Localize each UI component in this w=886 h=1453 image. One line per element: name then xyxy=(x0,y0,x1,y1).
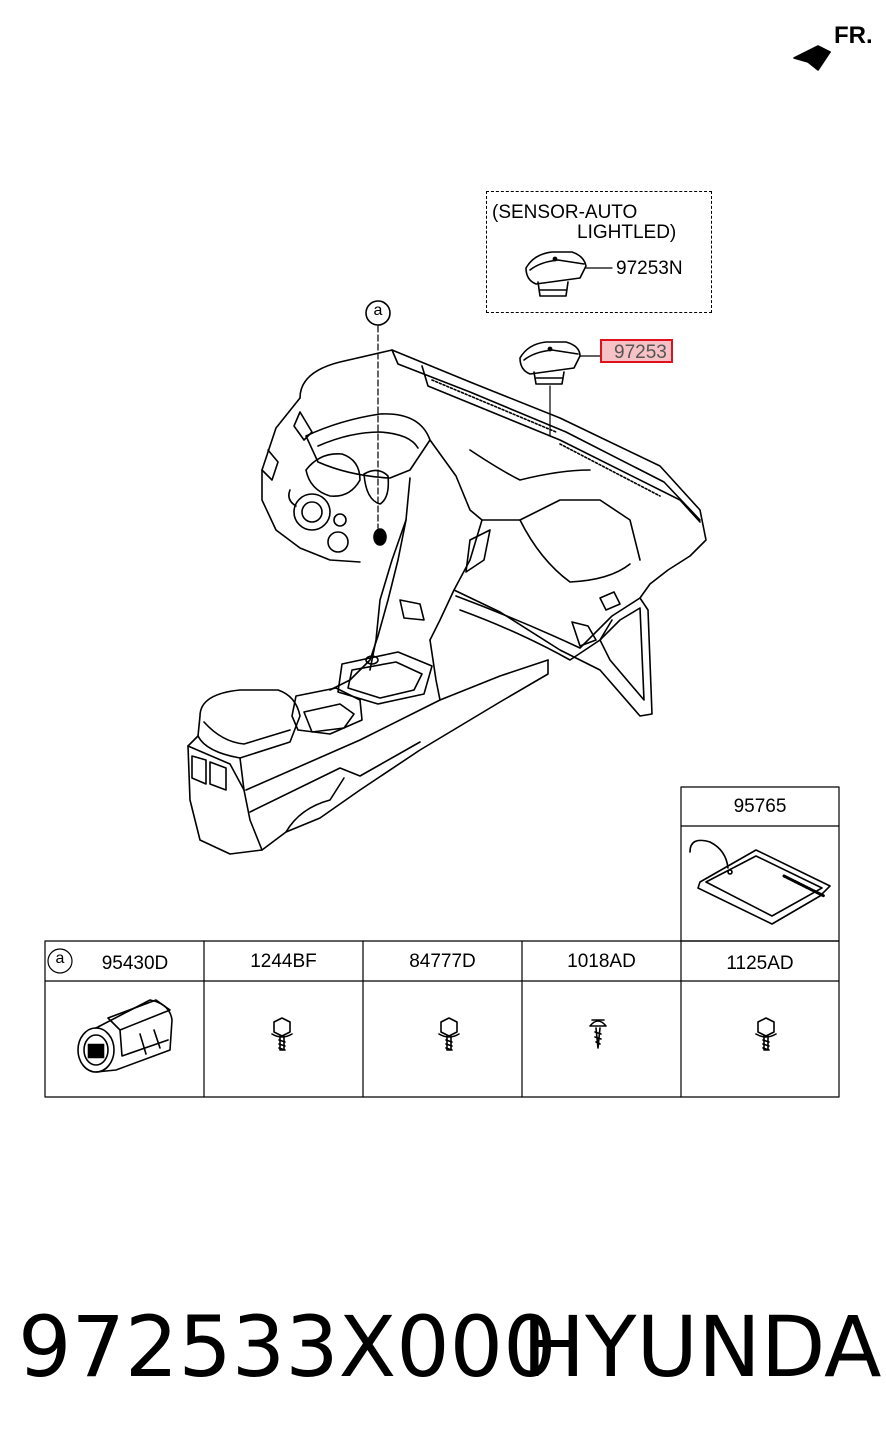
table-ref-a: a xyxy=(55,950,65,967)
part-label-95765[interactable]: 95765 xyxy=(733,796,787,817)
part-label-97253n[interactable]: 97253N xyxy=(616,258,683,279)
caution-label-card-icon xyxy=(689,839,831,925)
part-label-1018ad[interactable]: 1018AD xyxy=(567,951,636,972)
sensor-option-box xyxy=(486,191,712,313)
flange-bolt-icon xyxy=(438,1017,460,1051)
footer-part-code: 972533X000 xyxy=(18,1298,557,1396)
part-label-84777d[interactable]: 84777D xyxy=(409,951,476,972)
part-label-1125ad[interactable]: 1125AD xyxy=(726,953,794,974)
part-label-1244bf[interactable]: 1244BF xyxy=(250,951,317,972)
front-arrow-icon xyxy=(793,45,831,71)
callout-a-letter: a xyxy=(373,302,383,319)
sensor-option-subtitle: LIGHTLED) xyxy=(577,222,677,243)
part-label-97253: 97253 xyxy=(614,342,667,363)
tapping-screw-icon xyxy=(589,1019,607,1049)
flange-bolt-icon xyxy=(755,1017,777,1051)
push-button-switch-icon xyxy=(77,999,173,1073)
instrument-panel-drawing xyxy=(261,349,707,717)
part-label-97253-highlight[interactable]: 97253 xyxy=(600,339,673,363)
part-label-95430d[interactable]: 95430D xyxy=(101,953,169,974)
front-direction-label: FR. xyxy=(834,22,873,49)
flange-bolt-icon xyxy=(271,1017,293,1051)
center-console-drawing xyxy=(187,519,549,855)
parts-table-grid xyxy=(44,786,840,1098)
callout-a-marker xyxy=(365,300,391,546)
sensor-97253n-icon xyxy=(525,251,613,297)
footer-brand: HYUNDAI xyxy=(522,1298,886,1396)
sensor-97253-icon xyxy=(519,341,601,437)
sensor-option-title: (SENSOR-AUTO xyxy=(492,202,638,223)
